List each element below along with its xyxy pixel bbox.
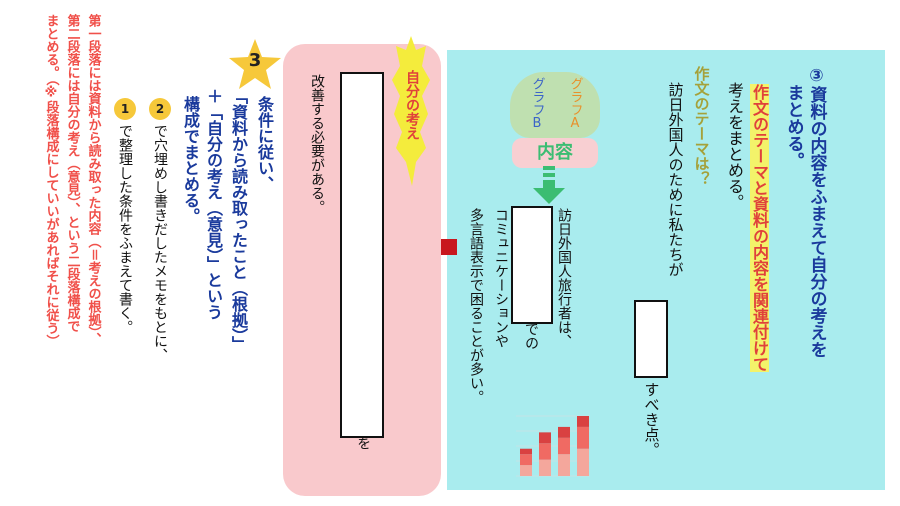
content-line1: 訪日外国人旅行者は、 (556, 208, 572, 348)
chart-bar-segment (577, 448, 589, 476)
theme-line2: すべき点。 (642, 382, 661, 457)
chart-bar-segment (539, 459, 551, 476)
step-line1: 条件に従い、 (255, 96, 274, 192)
step3-line2: まとめる。 (783, 84, 804, 169)
step-star-icon (229, 39, 281, 89)
theme-heading: 作文のテーマは？ (692, 66, 711, 186)
chart-bar-segment (520, 454, 532, 466)
chart-bar-segment (558, 454, 570, 476)
down-arrow-icon (533, 166, 565, 204)
opinion-label: 自分の考え (404, 70, 420, 140)
step-line4: 構成でまとめる。 (181, 96, 200, 224)
content-label: 内容 (512, 138, 598, 168)
step-badge-2: 2 (149, 98, 171, 120)
step-line3: ＋「自分の考え（意見）」という (204, 88, 223, 320)
graph-tags (510, 72, 600, 138)
opinion-text2: を (355, 436, 371, 450)
step-line2: 「資料から読み取ったこと（根拠）」 (229, 88, 248, 352)
theme-line1: 訪日外国人のために私たちが (666, 82, 685, 277)
step3-line3: 考えをまとめる。 (725, 82, 744, 210)
step-line5: で穴埋めし書きだしたメモをもとに、 (152, 124, 168, 362)
chart-bar-segment (558, 437, 570, 455)
note-line3: まとめる。（※段落構成にしていいがあればそれに従う） (43, 14, 59, 348)
mini-bar-chart (516, 415, 590, 477)
chart-bar-segment (539, 432, 551, 444)
step-badge-1: 1 (114, 98, 136, 120)
chart-bar-segment (520, 465, 532, 476)
chart-bar-segment (577, 426, 589, 449)
chart-bar-segment (539, 443, 551, 460)
step-number: 3 (248, 50, 262, 71)
note-line2: 第二段落には自分の考え（意見）、という二段落構成で (64, 14, 80, 333)
content-line3: コミュニケーションや (493, 208, 509, 348)
note-line1: 第一段落には資料から読み取った内容（＝考えの根拠）、 (85, 14, 101, 346)
theme-blank-box[interactable] (634, 300, 668, 378)
opinion-label-flame (392, 36, 430, 186)
graph-a-tag: グラフA (567, 77, 583, 131)
opinion-text1: 改善する必要がある。 (309, 74, 325, 214)
graph-b-tag: グラフB (529, 77, 545, 131)
step3-line1: ③資料の内容をふまえて自分の考えを (806, 66, 827, 358)
chart-bar-segment (558, 426, 570, 438)
content-blank-box[interactable] (511, 206, 553, 324)
opinion-blank-box[interactable] (340, 72, 384, 438)
content-line4: 多言語表示で困ることが多い。 (468, 208, 484, 404)
chart-bar-segment (520, 448, 532, 455)
step-line6: で整理した条件をふまえて書く。 (117, 124, 133, 334)
content-line2: での (523, 322, 539, 350)
step3-highlight: 作文のテーマと資料の内容を関連付けて (750, 84, 769, 372)
chart-bar-segment (577, 416, 589, 427)
